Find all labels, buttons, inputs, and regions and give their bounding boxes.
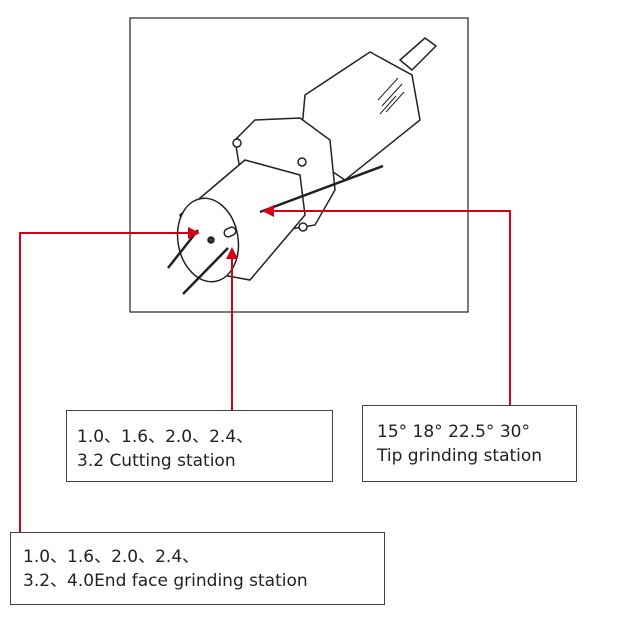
tip-grinding-station-label: 15° 18° 22.5° 30° Tip grinding station bbox=[362, 405, 577, 482]
end-face-arrow-line bbox=[19, 232, 192, 532]
end-face-grinding-title: 3.2、4.0End face grinding station bbox=[23, 571, 308, 591]
tip-arrow-line bbox=[270, 210, 511, 405]
cutting-station-label: 1.0、1.6、2.0、2.4、 3.2 Cutting station bbox=[66, 410, 333, 482]
cutting-station-title: 3.2 Cutting station bbox=[77, 451, 236, 471]
tip-arrowhead-icon bbox=[262, 205, 274, 217]
end-face-grinding-station-label: 1.0、1.6、2.0、2.4、 3.2、4.0End face grindin… bbox=[10, 532, 385, 605]
end-face-sizes: 1.0、1.6、2.0、2.4、 bbox=[23, 547, 200, 567]
tip-grinding-title: Tip grinding station bbox=[377, 446, 543, 466]
grinder-tool-illustration bbox=[167, 37, 438, 295]
end-face-arrowhead-icon bbox=[188, 227, 200, 239]
tip-angles: 15° 18° 22.5° 30° bbox=[377, 422, 530, 442]
callout-arrows bbox=[19, 210, 511, 532]
cutting-arrowhead-icon bbox=[226, 247, 238, 259]
cutting-sizes: 1.0、1.6、2.0、2.4、 bbox=[77, 427, 254, 447]
